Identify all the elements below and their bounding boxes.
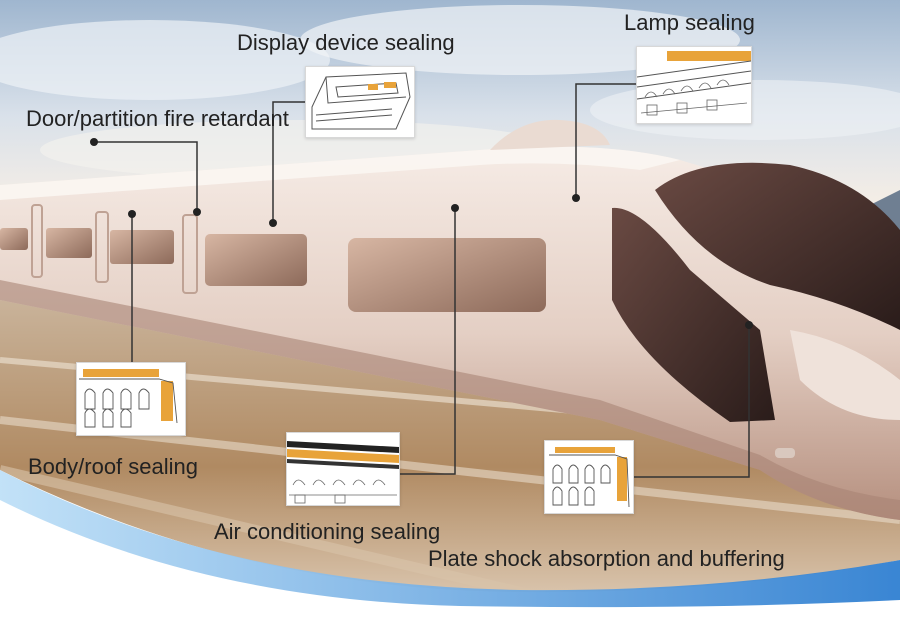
body-roof-sealing-sketch-icon bbox=[79, 369, 178, 428]
body-roof-sealing-thumbnail bbox=[76, 362, 186, 436]
air-conditioning-sealing-thumbnail bbox=[286, 432, 400, 506]
body-roof-sealing-label: Body/roof sealing bbox=[28, 454, 198, 479]
display-device-sealing-thumbnail bbox=[305, 66, 415, 138]
plate-shock-absorption-label: Plate shock absorption and buffering bbox=[428, 546, 785, 571]
plate-shock-absorption-sketch-icon bbox=[549, 447, 630, 508]
door-partition-fire-retardant-label: Door/partition fire retardant bbox=[26, 106, 289, 131]
lamp-sealing-sketch-icon bbox=[637, 51, 751, 116]
air-conditioning-sealing-sketch-icon bbox=[287, 441, 399, 504]
lamp-sealing-label: Lamp sealing bbox=[624, 10, 755, 35]
plate-shock-absorption-thumbnail bbox=[544, 440, 634, 514]
air-conditioning-sealing-label: Air conditioning sealing bbox=[214, 519, 441, 544]
display-device-sealing-sketch-icon bbox=[311, 72, 411, 130]
display-device-sealing-label: Display device sealing bbox=[237, 30, 455, 55]
lamp-sealing-thumbnail bbox=[636, 46, 752, 124]
